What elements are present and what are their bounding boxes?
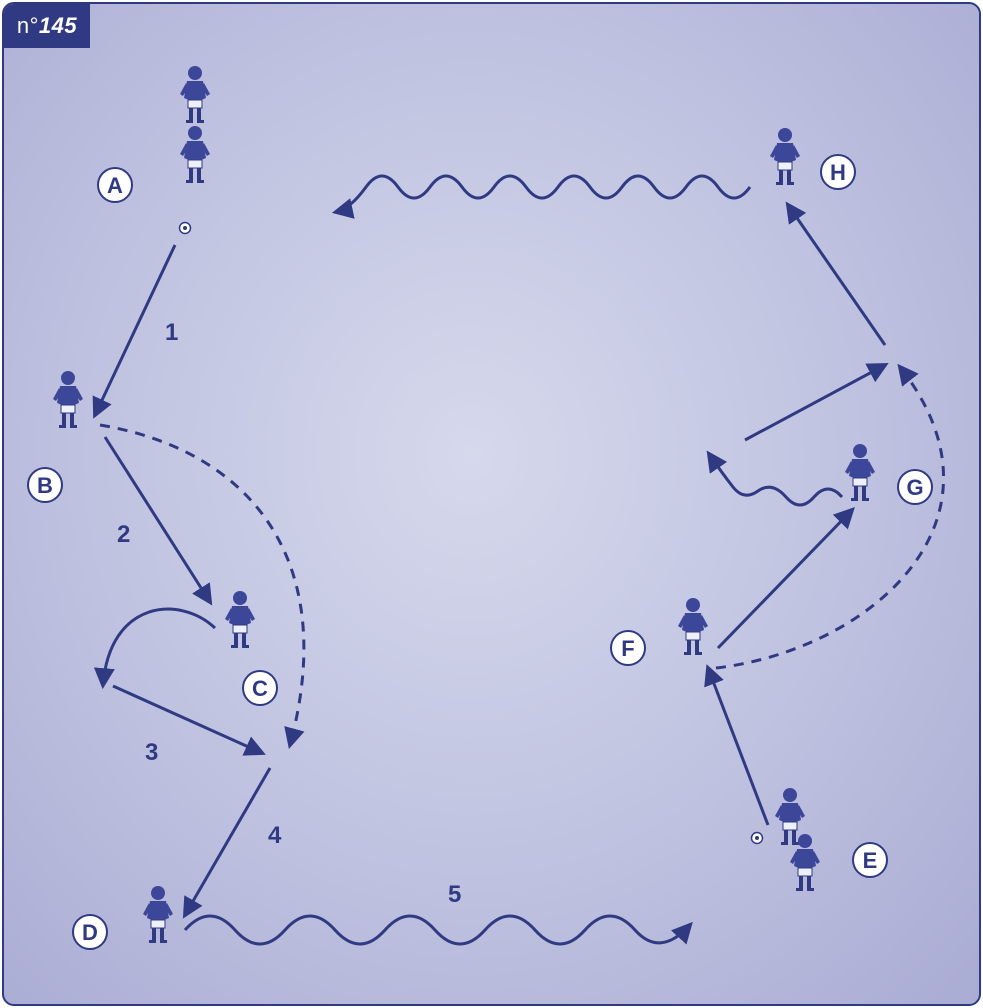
player-label-f-text: F xyxy=(621,636,634,661)
step-number-2: 2 xyxy=(117,521,130,548)
movement-lines xyxy=(92,174,946,946)
player-label-g-text: G xyxy=(906,475,923,500)
run-dashed-b xyxy=(99,423,306,750)
player-label-b-text: B xyxy=(37,473,53,498)
player-figure-c xyxy=(224,590,256,649)
player-label-a: A xyxy=(97,167,133,203)
pass-arrow-e-f xyxy=(704,664,770,826)
player-label-f: F xyxy=(610,630,646,666)
pass-arrow-to-space xyxy=(744,363,889,442)
pass-arrow-1 xyxy=(92,244,177,419)
player-label-a-text: A xyxy=(107,173,123,198)
pass-arrow-3 xyxy=(112,684,266,756)
step-number-1: 1 xyxy=(165,319,178,346)
exercise-number-badge: n°145 xyxy=(4,4,90,48)
step-number-3: 3 xyxy=(145,739,158,766)
run-dashed-f xyxy=(715,363,946,670)
players xyxy=(52,65,876,944)
player-label-b: B xyxy=(27,467,63,503)
player-label-d: D xyxy=(72,914,108,950)
player-label-g: G xyxy=(897,469,933,505)
player-figure-a2 xyxy=(179,125,211,184)
player-label-e-text: E xyxy=(863,848,878,873)
player-label-h-text: H xyxy=(830,160,846,185)
player-label-h: H xyxy=(820,154,856,190)
ball-icon-e xyxy=(750,831,764,845)
player-figure-h xyxy=(769,127,801,186)
player-label-d-text: D xyxy=(82,920,98,945)
player-label-e: E xyxy=(852,842,888,878)
pass-arrow-2 xyxy=(103,436,213,606)
pass-arrow-to-h xyxy=(785,201,887,346)
dribble-g xyxy=(706,450,844,507)
pass-arrow-4 xyxy=(182,767,272,919)
ball-icon-a xyxy=(178,221,192,235)
badge-number: 145 xyxy=(38,13,78,38)
player-figure-g xyxy=(844,443,876,502)
player-figure-f xyxy=(677,597,709,656)
dribble-h-a xyxy=(331,174,752,219)
badge-prefix: n° xyxy=(16,13,39,38)
pass-arrow-f-g xyxy=(716,506,855,650)
run-curve-c xyxy=(93,607,217,690)
player-figure-b xyxy=(52,370,84,429)
player-labels: A B C D E F G H xyxy=(27,154,933,950)
player-figure-d xyxy=(142,885,174,944)
player-label-c-text: C xyxy=(252,676,268,701)
step-number-4: 4 xyxy=(268,822,282,849)
player-label-c: C xyxy=(242,670,278,706)
step-numbers: 1 2 3 4 5 xyxy=(117,319,461,908)
step-number-5: 5 xyxy=(448,881,461,908)
dribble-arrow-5 xyxy=(183,914,693,946)
player-figure-a1 xyxy=(179,65,211,124)
